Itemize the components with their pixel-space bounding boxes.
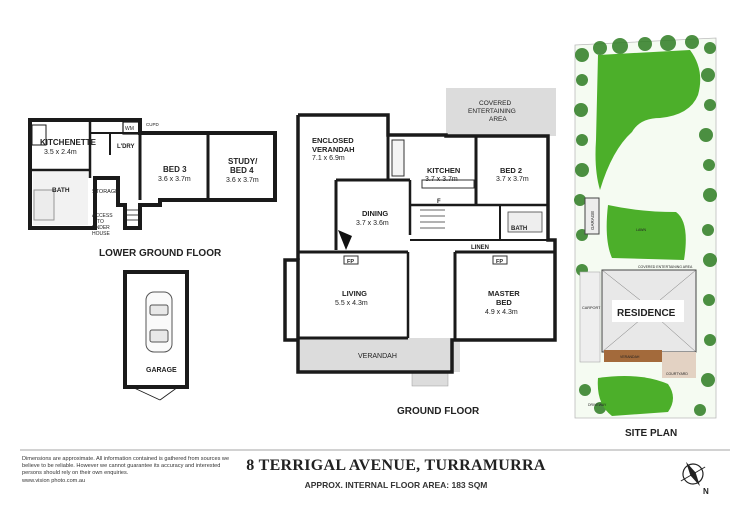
dining-label: DINING	[362, 209, 388, 218]
website-link[interactable]: www.vision photo.com.au	[22, 477, 86, 484]
bed3-dims: 3.6 x 3.7m	[158, 176, 191, 183]
fridge-label: F	[437, 199, 441, 205]
master-dims: 4.9 x 4.3m	[485, 309, 518, 316]
living-label: LIVING	[342, 289, 367, 298]
verandah-label: VERANDAH	[358, 353, 397, 360]
ground-floor-title: GROUND FLOOR	[397, 406, 480, 417]
study-label: STUDY/	[228, 157, 258, 166]
disclaimer-text: Dimensions are approximate. All informat…	[22, 456, 230, 477]
wm-label: WM	[125, 126, 134, 132]
living-dims: 5.5 x 4.3m	[335, 300, 368, 307]
svg-text:7.1 x 6.9m: 7.1 x 6.9m	[312, 155, 345, 162]
living-fp-label: FP	[347, 259, 354, 265]
study-dims: 3.6 x 3.7m	[226, 177, 259, 184]
site-plan	[574, 35, 717, 419]
cupd-label: CUPD	[146, 122, 160, 127]
kitchenette-dims: 3.5 x 2.4m	[44, 149, 77, 156]
svg-text:HOUSE: HOUSE	[92, 231, 110, 237]
svg-text:AREA: AREA	[489, 116, 507, 123]
svg-text:VERANDAH: VERANDAH	[312, 145, 355, 154]
master-fp-label: FP	[496, 259, 503, 265]
enclosed-verandah-label: ENCLOSED VERANDAH 7.1 x 6.9m	[312, 136, 355, 162]
bed3-label: BED 3	[163, 165, 187, 174]
master-bed-label: BED	[496, 298, 512, 307]
property-address: 8 TERRIGAL AVENUE, TURRAMURRA	[246, 457, 546, 474]
svg-text:UNDER: UNDER	[92, 225, 110, 231]
access-label: ACCESS TO UNDER HOUSE	[92, 213, 113, 237]
site-residence-label: RESIDENCE	[617, 308, 676, 319]
site-lawn-label: LAWN	[636, 228, 646, 232]
ground-bath-label: BATH	[511, 226, 527, 232]
disclaimer: Dimensions are approximate. All informat…	[22, 456, 232, 485]
covered-entertaining-area-label: COVERED ENTERTAINING AREA	[468, 100, 516, 123]
dining-dims: 3.7 x 3.6m	[356, 220, 389, 227]
verandah-fill	[298, 338, 460, 372]
master-label: MASTER	[488, 289, 520, 298]
lower-bath-label: BATH	[52, 187, 70, 194]
kitchenette-label: KITCHENETTE	[40, 138, 97, 147]
kitchen-label: KITCHEN	[427, 166, 460, 175]
site-carport-label: CARPORT	[582, 306, 601, 310]
bed2-dims: 3.7 x 3.7m	[496, 176, 529, 183]
svg-text:ACCESS: ACCESS	[92, 213, 113, 219]
compass-icon	[680, 461, 706, 487]
garage-label: GARAGE	[146, 367, 177, 374]
site-driveway-label: DRIVEWAY	[588, 403, 607, 407]
linen-label: LINEN	[471, 245, 489, 251]
site-plan-title: SITE PLAN	[625, 428, 677, 439]
site-courtyard-label: COURTYARD	[666, 372, 688, 376]
covered-area-fill	[446, 88, 556, 136]
kitchen-dims: 3.7 x 3.7m	[425, 176, 458, 183]
floor-area-label: APPROX. INTERNAL FLOOR AREA: 183 SQM	[304, 480, 488, 490]
storage-label: STORAGE	[92, 189, 119, 195]
compass-north-label: N	[703, 487, 709, 496]
car-icon	[145, 291, 173, 353]
svg-text:TO: TO	[97, 219, 104, 225]
bed4-label: BED 4	[230, 166, 254, 175]
bed2-label: BED 2	[500, 166, 522, 175]
front-steps	[411, 371, 449, 387]
lower-ground-floor-title: LOWER GROUND FLOOR	[99, 248, 222, 259]
svg-text:ENTERTAINING: ENTERTAINING	[468, 108, 516, 115]
svg-text:COVERED: COVERED	[479, 100, 511, 107]
laundry-label: L'DRY	[117, 144, 135, 150]
lower-bath-tiles	[33, 172, 88, 225]
garage-plan	[123, 270, 189, 401]
site-garage-label: GARAGE	[590, 211, 595, 230]
svg-text:ENCLOSED: ENCLOSED	[312, 136, 354, 145]
ground-floor-plan	[283, 88, 557, 387]
site-covered-area-label: COVERED ENTERTAINING AREA	[638, 265, 693, 269]
site-verandah-label: VERANDAH	[620, 355, 640, 359]
